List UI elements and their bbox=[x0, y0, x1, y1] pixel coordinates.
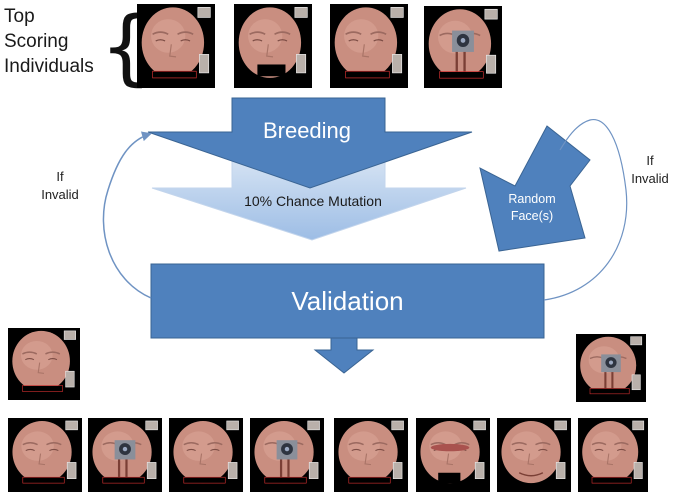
face-thumbnail-side-left bbox=[8, 328, 80, 400]
random-face-label: Random Face(s) bbox=[490, 191, 574, 225]
face-thumbnail-bottom-3 bbox=[169, 418, 243, 492]
face-thumbnail-bottom-5 bbox=[334, 418, 408, 492]
validation-down-arrow bbox=[315, 338, 373, 373]
random-face-arrow bbox=[480, 126, 590, 251]
left-invalid-line-2: Invalid bbox=[30, 186, 90, 204]
validation-label: Validation bbox=[151, 286, 544, 317]
right-invalid-line-1: If bbox=[624, 152, 676, 170]
face-thumbnail-bottom-4 bbox=[250, 418, 324, 492]
face-thumbnail-top-3 bbox=[330, 4, 408, 88]
left-invalid-label: If Invalid bbox=[30, 168, 90, 204]
random-face-line-1: Random bbox=[490, 191, 574, 208]
face-thumbnail-side-right bbox=[576, 334, 646, 402]
face-thumbnail-bottom-8 bbox=[578, 418, 648, 492]
face-thumbnail-top-2 bbox=[234, 4, 312, 88]
right-invalid-line-2: Invalid bbox=[624, 170, 676, 188]
face-thumbnail-bottom-6 bbox=[416, 418, 490, 492]
left-invalid-loop bbox=[103, 134, 151, 298]
face-thumbnail-top-4 bbox=[424, 6, 502, 88]
face-thumbnail-bottom-7 bbox=[497, 418, 571, 492]
breeding-label: Breeding bbox=[232, 118, 382, 144]
random-face-line-2: Face(s) bbox=[490, 208, 574, 225]
face-thumbnail-bottom-2 bbox=[88, 418, 162, 492]
face-thumbnail-bottom-1 bbox=[8, 418, 82, 492]
left-invalid-line-1: If bbox=[30, 168, 90, 186]
mutation-label: 10% Chance Mutation bbox=[208, 193, 418, 209]
right-invalid-label: If Invalid bbox=[624, 152, 676, 188]
face-thumbnail-top-1 bbox=[137, 4, 215, 88]
